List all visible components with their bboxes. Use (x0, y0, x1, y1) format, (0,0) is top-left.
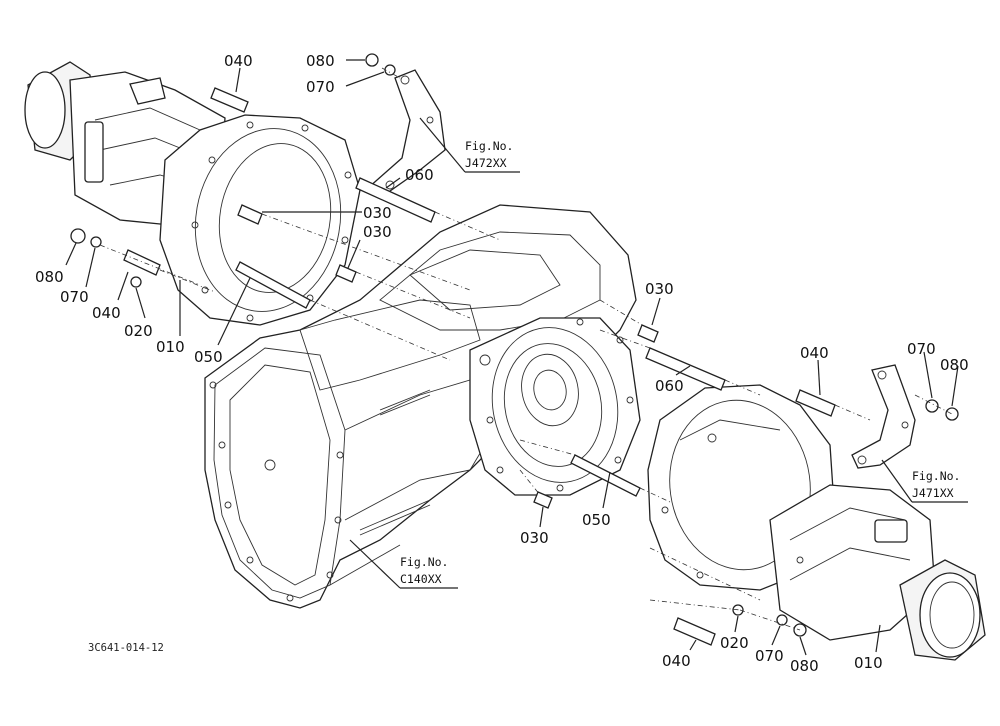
figref-j471-code: J471XX (912, 486, 954, 500)
callout-030-mid: 030 (520, 529, 549, 547)
callout-040-top-left: 040 (224, 52, 253, 70)
callout-080-top: 080 (306, 52, 335, 70)
figref-j472-label: Fig.No. (465, 139, 513, 153)
callout-010-bottom: 010 (854, 654, 883, 672)
figure-references: Fig.No. J472XX Fig.No. J471XX Fig.No. C1… (400, 139, 960, 586)
bracket-right (851, 364, 916, 469)
left-axle-housing (24, 61, 361, 326)
callout-050-left: 050 (194, 348, 223, 366)
bracket-upper-left (367, 69, 446, 199)
figref-j472-code: J472XX (465, 156, 507, 170)
callout-070-bottom: 070 (755, 647, 784, 665)
callout-060-upper: 060 (405, 166, 434, 184)
callout-080-right: 080 (940, 356, 969, 374)
callout-030-upper-b: 030 (363, 223, 392, 241)
studs-and-bolts (70, 53, 959, 646)
drawing-code: 3C641-014-12 (88, 642, 164, 654)
callout-070-top: 070 (306, 78, 335, 96)
callout-050-mid: 050 (582, 511, 611, 529)
callout-030-upper-a: 030 (363, 204, 392, 222)
transmission-case (204, 204, 641, 609)
right-axle-housing (647, 384, 986, 661)
callout-070-right: 070 (907, 340, 936, 358)
leader-lines (65, 59, 968, 656)
callout-080-bottom: 080 (790, 657, 819, 675)
callout-080-left: 080 (35, 268, 64, 286)
figref-c140-code: C140XX (400, 572, 442, 586)
callout-020-left: 020 (124, 322, 153, 340)
callout-010-left: 010 (156, 338, 185, 356)
callout-040-left: 040 (92, 304, 121, 322)
assembly-centerlines (99, 67, 953, 631)
callout-070-left: 070 (60, 288, 89, 306)
callout-040-bottom: 040 (662, 652, 691, 670)
figref-c140-label: Fig.No. (400, 555, 448, 569)
callout-020-bottom: 020 (720, 634, 749, 652)
figref-j471-label: Fig.No. (912, 469, 960, 483)
callout-labels: 040 080 070 060 030 030 080 070 040 020 … (35, 52, 969, 675)
callout-040-right: 040 (800, 344, 829, 362)
callout-030-right: 030 (645, 280, 674, 298)
callout-060-right: 060 (655, 377, 684, 395)
